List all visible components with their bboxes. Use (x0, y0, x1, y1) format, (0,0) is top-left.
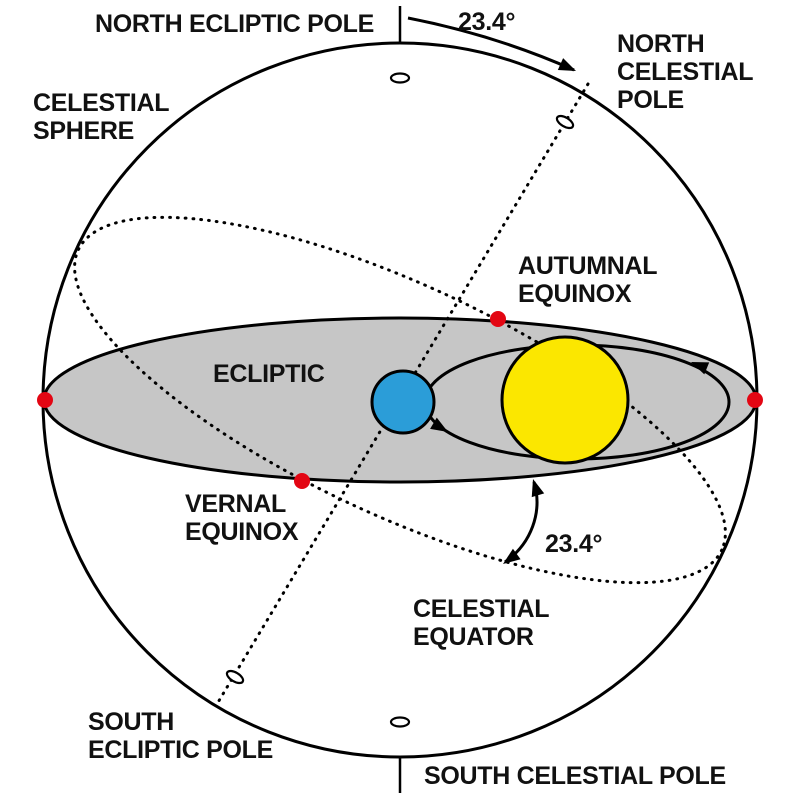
tilt-arrowhead-icon (557, 58, 576, 71)
label-south-ecliptic-pole: ECLIPTIC POLE (88, 736, 273, 764)
ecliptic-node-dot-left (37, 392, 53, 408)
south-pole-marker-lower-left (225, 669, 245, 685)
label-ecliptic: ECLIPTIC (213, 360, 325, 388)
label-celestial-equator: CELESTIAL (413, 595, 549, 623)
earth (370, 369, 436, 435)
sun (500, 335, 630, 465)
label-celestial-sphere: CELESTIAL (33, 89, 169, 117)
axial-tilt-arc-top (407, 16, 575, 72)
label-north-ecliptic-pole: NORTH ECLIPTIC POLE (95, 10, 374, 38)
label-axial-tilt-top: 23.4° (458, 8, 515, 36)
label-autumnal-equinox: EQUINOX (518, 280, 632, 308)
autumnal-equinox-dot (490, 311, 506, 327)
label-axial-tilt-bottom: 23.4° (545, 530, 602, 558)
tilt-arrowhead-icon (531, 479, 545, 498)
label-north-celestial-pole: NORTH (617, 30, 704, 58)
label-vernal-equinox: VERNAL (185, 490, 286, 518)
orbit-direction-arrow-icon (430, 417, 448, 432)
south-pole-marker-bottom (389, 716, 411, 728)
label-north-celestial-pole: CELESTIAL (617, 58, 753, 86)
label-south-celestial-pole: SOUTH CELESTIAL POLE (424, 762, 726, 790)
label-north-celestial-pole: POLE (617, 86, 684, 114)
celestial-axis-line (215, 82, 590, 706)
label-south-ecliptic-pole: SOUTH (88, 708, 174, 736)
label-celestial-equator: EQUATOR (413, 623, 534, 651)
north-celestial-pole-marker (555, 114, 575, 130)
orbit-direction-arrow-icon (691, 362, 710, 375)
label-vernal-equinox: EQUINOX (185, 518, 299, 546)
celestial-equator-ellipse (73, 215, 727, 585)
label-autumnal-equinox: AUTUMNAL (518, 252, 657, 280)
ecliptic-node-dot-right (747, 392, 763, 408)
tilt-arrowhead-icon (503, 548, 521, 564)
north-ecliptic-pole-marker (389, 72, 411, 84)
label-celestial-sphere: SPHERE (33, 117, 134, 145)
vernal-equinox-dot (294, 473, 310, 489)
